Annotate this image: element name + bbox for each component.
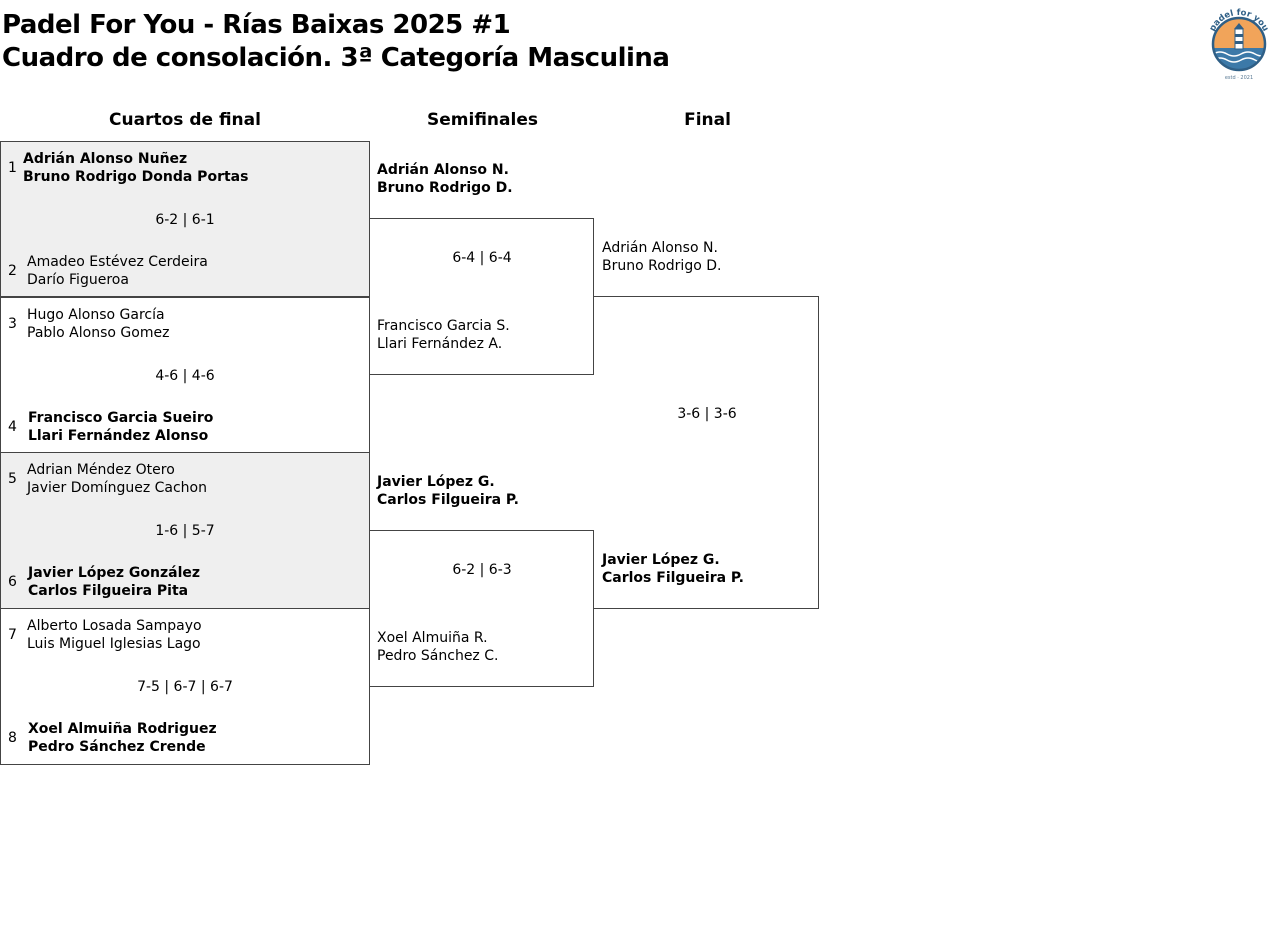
qf-match-3: 5 Adrian Méndez Otero Javier Domínguez C… bbox=[0, 452, 370, 609]
qf-match-1: 1 Adrián Alonso Nuñez Bruno Rodrigo Dond… bbox=[0, 141, 370, 298]
team-player: Carlos Filgueira Pita bbox=[28, 583, 189, 599]
team-player: Adrián Alonso Nuñez bbox=[23, 151, 188, 167]
final-team-a-player: Adrián Alonso N. bbox=[602, 240, 718, 256]
team-player: Pedro Sánchez Crende bbox=[28, 739, 206, 755]
seed-number: 4 bbox=[8, 419, 17, 435]
qf-match-4: 7 Alberto Losada Sampayo Luis Miguel Igl… bbox=[0, 608, 370, 765]
sf1-team-b-player: Llari Fernández A. bbox=[377, 336, 503, 352]
page-subtitle: Cuadro de consolación. 3ª Categoría Masc… bbox=[2, 43, 670, 73]
sf-connector-2 bbox=[369, 530, 594, 687]
sf1-team-a-player: Bruno Rodrigo D. bbox=[377, 180, 513, 196]
team-player: Francisco Garcia Sueiro bbox=[28, 410, 214, 426]
page-title: Padel For You - Rías Baixas 2025 #1 bbox=[2, 10, 511, 40]
round-header-final: Final bbox=[684, 110, 731, 130]
logo-est-text: estd · 2021 bbox=[1225, 75, 1253, 81]
padel-for-you-logo: padel for you estd · 2021 bbox=[1208, 8, 1271, 81]
seed-number: 6 bbox=[8, 574, 17, 590]
match-score: 4-6 | 4-6 bbox=[155, 368, 215, 384]
team-player: Hugo Alonso García bbox=[27, 307, 165, 323]
sf2-team-b-player: Pedro Sánchez C. bbox=[377, 648, 499, 664]
seed-number: 7 bbox=[8, 627, 17, 643]
team-player: Xoel Almuiña Rodriguez bbox=[28, 721, 217, 737]
team-player: Darío Figueroa bbox=[27, 272, 129, 288]
final-team-b-player: Javier López G. bbox=[602, 552, 720, 568]
sf2-team-b-player: Xoel Almuiña R. bbox=[377, 630, 488, 646]
sf1-team-a-player: Adrián Alonso N. bbox=[377, 162, 509, 178]
match-score: 1-6 | 5-7 bbox=[155, 523, 215, 539]
match-score: 6-2 | 6-1 bbox=[155, 212, 215, 228]
sf1-team-b-player: Francisco Garcia S. bbox=[377, 318, 510, 334]
seed-number: 3 bbox=[8, 316, 17, 332]
sf-connector-1 bbox=[369, 218, 594, 375]
qf-match-2: 3 Hugo Alonso García Pablo Alonso Gomez … bbox=[0, 296, 370, 453]
team-player: Amadeo Estévez Cerdeira bbox=[27, 254, 208, 270]
team-player: Alberto Losada Sampayo bbox=[27, 618, 202, 634]
sf2-team-a-player: Javier López G. bbox=[377, 474, 495, 490]
seed-number: 1 bbox=[8, 160, 17, 176]
seed-number: 5 bbox=[8, 471, 17, 487]
sf2-score: 6-2 | 6-3 bbox=[452, 562, 512, 578]
seed-number: 8 bbox=[8, 730, 17, 746]
team-player: Javier Domínguez Cachon bbox=[27, 480, 207, 496]
team-player: Adrian Méndez Otero bbox=[27, 462, 175, 478]
round-header-qf: Cuartos de final bbox=[109, 110, 261, 130]
round-header-sf: Semifinales bbox=[427, 110, 538, 130]
final-team-b-player: Carlos Filgueira P. bbox=[602, 570, 744, 586]
match-score: 7-5 | 6-7 | 6-7 bbox=[137, 679, 233, 695]
final-connector bbox=[594, 296, 819, 609]
sf2-team-a-player: Carlos Filgueira P. bbox=[377, 492, 519, 508]
seed-number: 2 bbox=[8, 263, 17, 279]
sf1-score: 6-4 | 6-4 bbox=[452, 250, 512, 266]
final-team-a-player: Bruno Rodrigo D. bbox=[602, 258, 722, 274]
team-player: Luis Miguel Iglesias Lago bbox=[27, 636, 201, 652]
team-player: Javier López González bbox=[28, 565, 201, 581]
team-player: Pablo Alonso Gomez bbox=[27, 325, 170, 341]
team-player: Llari Fernández Alonso bbox=[28, 428, 209, 444]
final-score: 3-6 | 3-6 bbox=[677, 406, 737, 422]
team-player: Bruno Rodrigo Donda Portas bbox=[23, 169, 249, 185]
